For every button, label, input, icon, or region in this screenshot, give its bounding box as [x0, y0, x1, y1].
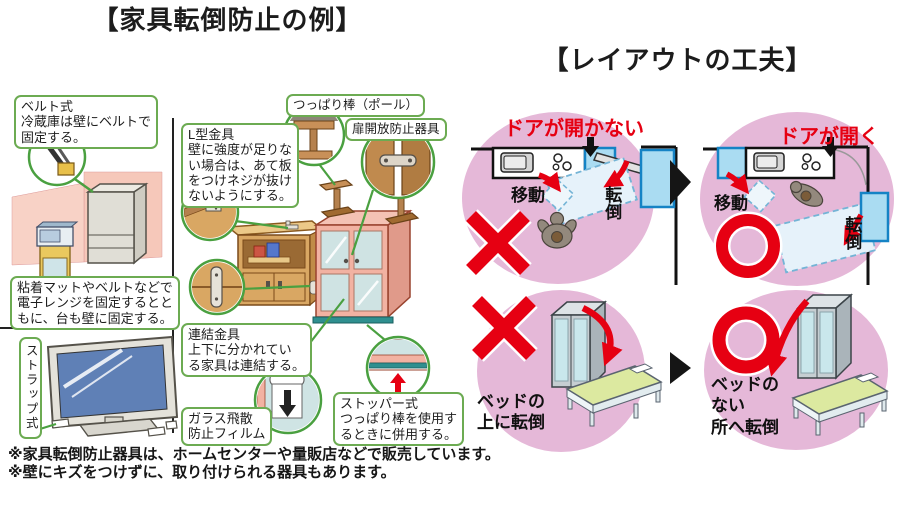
bed-hit-caption: ベッドの 上に転倒: [477, 392, 545, 433]
o-mark-icon: [713, 211, 783, 281]
fall-label-blocked: 転倒: [602, 186, 622, 220]
right-panel-title: 【レイアウトの工夫】: [542, 45, 813, 75]
fall-label-opens: 転倒: [842, 216, 862, 250]
door-blocked-label: ドアが開かない: [504, 118, 644, 140]
footnote-availability: ※家具転倒防止器具は、ホームセンターや量販店などで販売しています。: [8, 446, 500, 463]
right-arrow-icon: [670, 352, 691, 384]
footnote-no-damage: ※壁にキズをつけずに、取り付けられる器具もあります。: [8, 464, 396, 481]
x-mark-icon: [470, 294, 538, 362]
bed-clear-caption: ベッドの ない 所へ転倒: [711, 375, 779, 437]
callout-tension-rod: つっぱり棒（ポール）: [286, 94, 426, 117]
callout-connector: 連結金具 上下に分かれてい る家具は連結する。: [181, 323, 313, 377]
x-mark-icon: [464, 209, 532, 277]
callout-door-latch: 扉開放防止器具: [345, 118, 447, 141]
right-arrow-icon: [670, 160, 691, 205]
callout-glass-film: ガラス飛散 防止フィルム: [181, 407, 273, 446]
door-opens-label: ドアが開く: [779, 126, 879, 148]
layout-scenes-illustration: [464, 137, 890, 436]
callout-strap: ストラップ式: [19, 337, 42, 439]
move-label-blocked: 移動: [511, 186, 545, 205]
callout-adhesive-mat: 粘着マットやベルトなどで 電子レンジを固定するとと もに、台も壁に固定する。: [10, 276, 181, 330]
move-label-opens: 移動: [714, 194, 748, 213]
callout-l-bracket: L型金具 壁に強度が足りな い場合は、あて板 をつけネジが抜け ないようにする。: [181, 123, 300, 208]
o-mark-icon: [710, 304, 782, 376]
left-panel-title: 【家具転倒防止の例】: [92, 5, 363, 35]
callout-stopper: ストッパー式 つっぱり棒を使用す るときに併用する。: [333, 392, 465, 446]
callout-belt: ベルト式 冷蔵庫は壁にベルトで 固定する。: [14, 95, 159, 149]
